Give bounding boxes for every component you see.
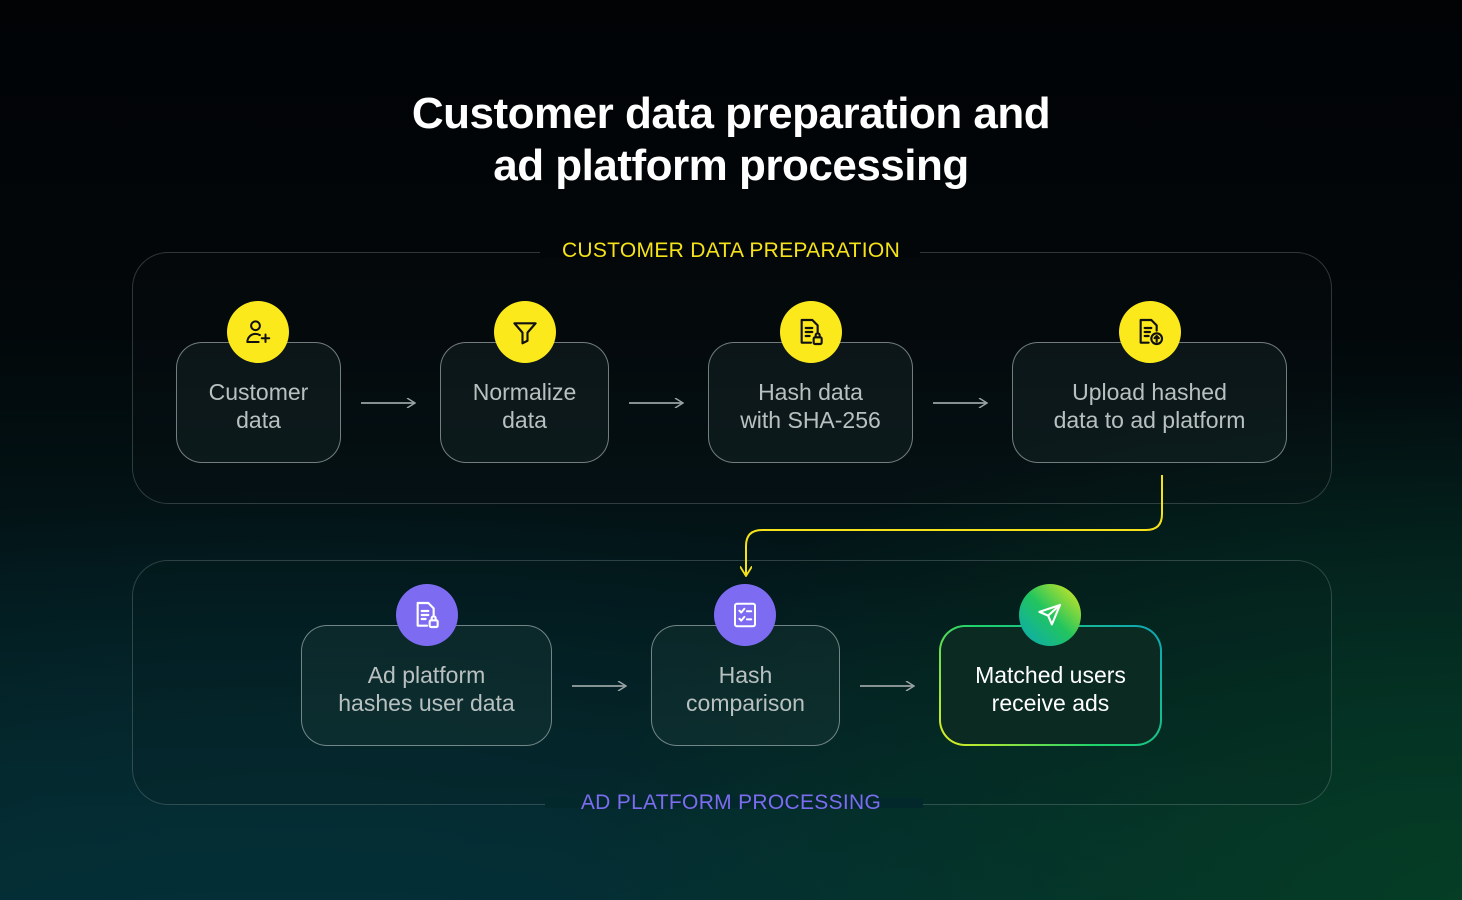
step-label: data xyxy=(236,406,281,433)
checklist-icon xyxy=(714,584,776,646)
title-line-1: Customer data preparation and xyxy=(411,89,1051,138)
step-label: data xyxy=(502,406,547,433)
document-lock-icon xyxy=(396,584,458,646)
diagram-title: Customer data preparation and ad platfor… xyxy=(0,88,1462,192)
step-label: Customer xyxy=(208,378,309,405)
user-plus-icon xyxy=(227,301,289,363)
section-label-text: CUSTOMER DATA PREPARATION xyxy=(561,239,901,262)
step-label: Normalize xyxy=(472,378,577,405)
step-label: receive ads xyxy=(991,689,1110,716)
label-gap-top xyxy=(540,248,920,258)
funnel-icon xyxy=(494,301,556,363)
step-label: data to ad platform xyxy=(1053,406,1246,433)
document-upload-icon xyxy=(1119,301,1181,363)
send-icon xyxy=(1019,584,1081,646)
section-label-processing: AD PLATFORM PROCESSING xyxy=(0,791,1462,815)
step-label: with SHA-256 xyxy=(740,406,881,433)
step-label: Upload hashed xyxy=(1072,378,1227,405)
step-label: Hash data xyxy=(758,378,863,405)
document-lock-icon xyxy=(780,301,842,363)
title-line-2: ad platform processing xyxy=(493,141,969,190)
label-gap-bottom xyxy=(545,798,923,808)
section-label-preparation: CUSTOMER DATA PREPARATION xyxy=(0,239,1462,263)
section-label-text: AD PLATFORM PROCESSING xyxy=(580,791,882,814)
step-label: Matched users xyxy=(975,661,1126,688)
step-label: comparison xyxy=(686,689,805,716)
step-label: Hash xyxy=(718,661,773,688)
step-label: hashes user data xyxy=(338,689,515,716)
step-label: Ad platform xyxy=(367,661,486,688)
